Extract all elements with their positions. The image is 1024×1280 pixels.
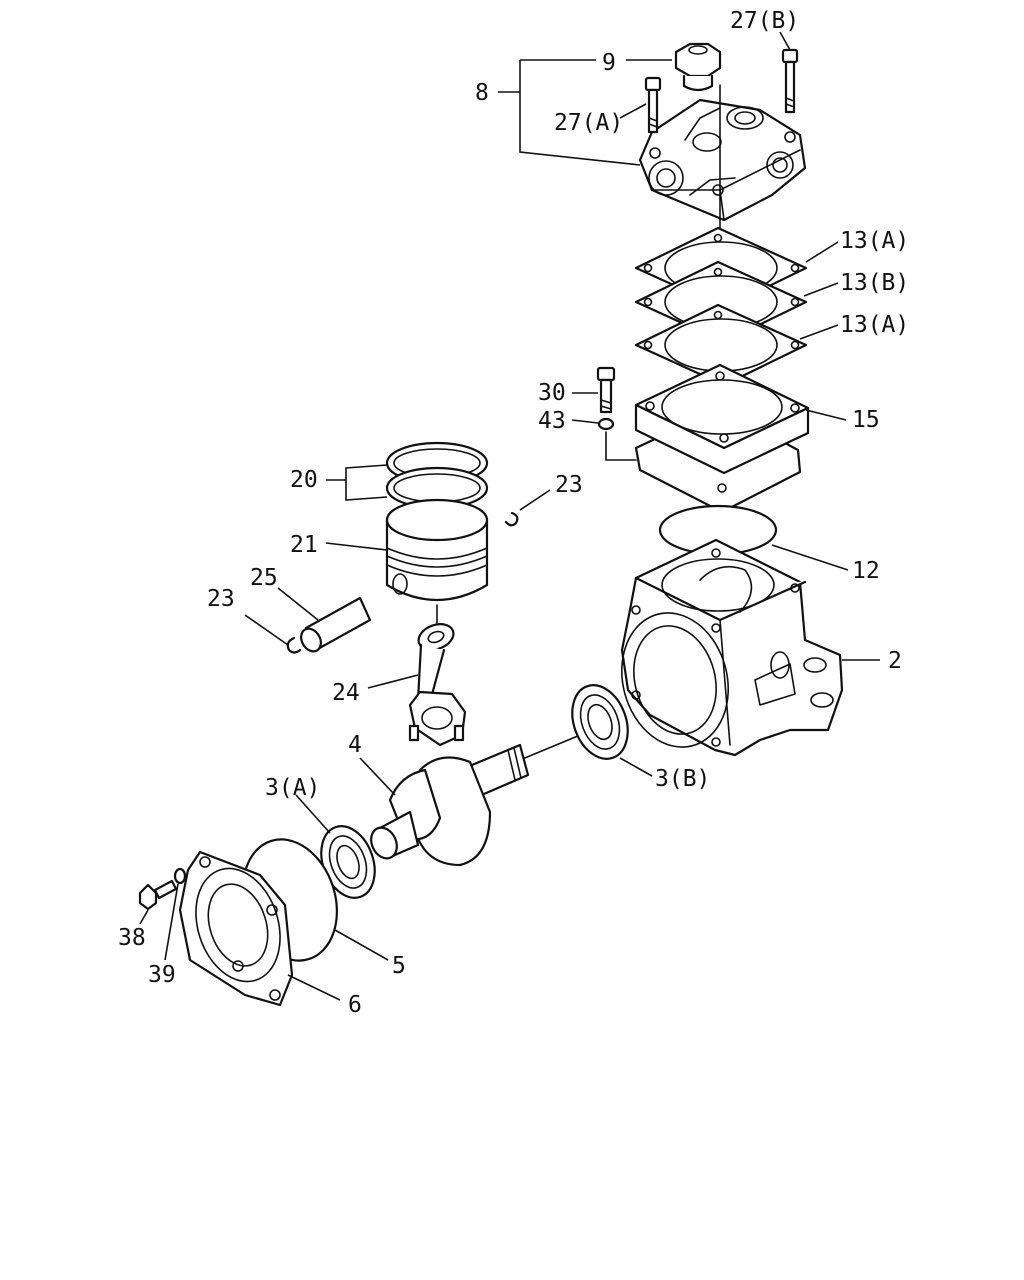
bolt-alignment-line bbox=[605, 431, 637, 461]
connecting-rod bbox=[408, 623, 467, 747]
label-27b: 27(B) bbox=[730, 8, 799, 34]
piston-pin bbox=[300, 596, 372, 653]
label-43: 43 bbox=[538, 408, 566, 434]
label-5: 5 bbox=[392, 953, 406, 979]
label-13b: 13(B) bbox=[840, 270, 909, 296]
label-4: 4 bbox=[348, 732, 362, 758]
head-plug bbox=[674, 42, 722, 92]
label-3b: 3(B) bbox=[655, 766, 710, 792]
crankshaft bbox=[370, 743, 530, 867]
cylinder-head bbox=[638, 98, 807, 222]
label-25: 25 bbox=[250, 565, 278, 591]
snap-ring-23-left bbox=[286, 636, 302, 654]
washer-39 bbox=[173, 867, 187, 885]
label-20: 20 bbox=[290, 467, 318, 493]
label-30: 30 bbox=[538, 380, 566, 406]
bolt-30 bbox=[596, 366, 616, 414]
washer-43 bbox=[597, 417, 615, 431]
label-27a: 27(A) bbox=[554, 110, 623, 136]
label-39: 39 bbox=[148, 962, 176, 988]
gasket-13a-bottom bbox=[634, 303, 808, 387]
label-15: 15 bbox=[852, 407, 880, 433]
label-2: 2 bbox=[888, 648, 902, 674]
label-21: 21 bbox=[290, 532, 318, 558]
bearing-3b bbox=[571, 684, 629, 760]
piston bbox=[385, 498, 489, 601]
crankcase bbox=[620, 538, 844, 757]
valve-plate-block bbox=[634, 363, 810, 514]
part-labels: 27(B) 9 8 27(A) 13(A) 13(B) 13(A) 30 43 … bbox=[118, 8, 909, 1018]
label-13a-top: 13(A) bbox=[840, 228, 909, 254]
label-6: 6 bbox=[348, 992, 362, 1018]
label-3a: 3(A) bbox=[265, 775, 320, 801]
label-8: 8 bbox=[475, 80, 489, 106]
leader-lines bbox=[139, 31, 880, 1001]
label-38: 38 bbox=[118, 925, 146, 951]
label-23-left: 23 bbox=[207, 586, 235, 612]
head-bolt-27b bbox=[781, 48, 799, 114]
end-cover-6 bbox=[178, 850, 294, 1007]
label-23-right: 23 bbox=[555, 472, 583, 498]
bolt-38 bbox=[138, 879, 178, 911]
head-bolt-27a bbox=[644, 76, 662, 134]
label-13a-bottom: 13(A) bbox=[840, 312, 909, 338]
label-24: 24 bbox=[332, 680, 360, 706]
piston-rings bbox=[385, 441, 489, 510]
label-12: 12 bbox=[852, 558, 880, 584]
snap-ring-23-right bbox=[504, 511, 519, 527]
label-9: 9 bbox=[602, 50, 616, 76]
